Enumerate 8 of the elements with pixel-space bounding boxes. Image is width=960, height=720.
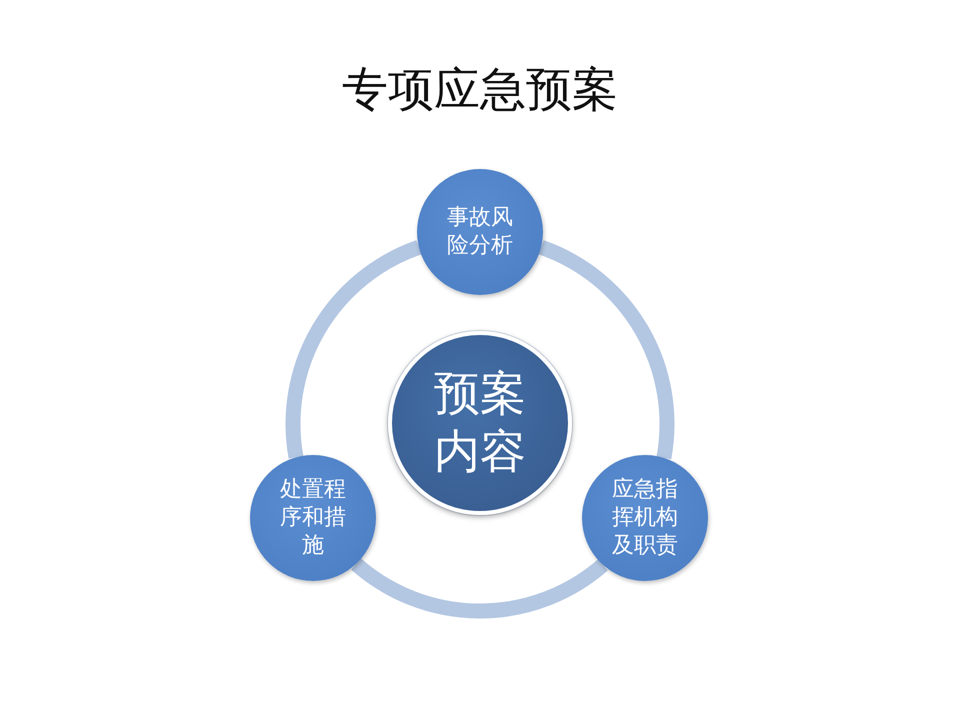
topic-circle: 处置程序和措施: [250, 455, 376, 581]
central-circle: 预案内容: [388, 331, 572, 515]
ring-arc: [538, 240, 674, 459]
title: 专项应急预案: [341, 62, 619, 118]
ring-arc: [286, 240, 422, 458]
topic-circle: 应急指挥机构及职责: [582, 455, 708, 581]
ring-arc: [351, 558, 608, 618]
topic-circle: 事故风险分析: [417, 169, 543, 295]
